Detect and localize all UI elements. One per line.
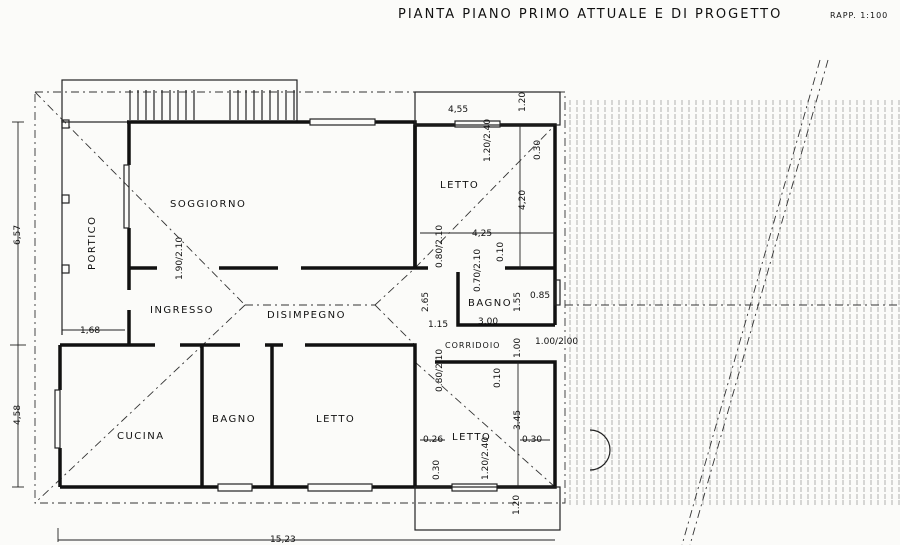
dim-115: 1.15 [428, 320, 448, 330]
dim-height-bottom: 4,58 [13, 405, 23, 425]
dim-balcony-top: 1.20 [518, 92, 528, 112]
room-bagno-right: BAGNO [468, 298, 512, 309]
room-letto-bottom: LETTO [316, 414, 355, 425]
dim-corridoio-door: 1.00/2.00 [535, 337, 578, 347]
portico-outline [34, 91, 566, 504]
walls [54, 91, 561, 531]
room-bagno: BAGNO [212, 414, 256, 425]
dim-wall-030-top: 0.30 [533, 140, 543, 160]
dim-door-letto-top: 0.80/2.10 [435, 225, 445, 268]
column [61, 119, 70, 129]
window [309, 118, 376, 126]
room-ingresso: INGRESSO [150, 305, 214, 316]
dim-corridoio-depth: 1.00 [513, 338, 523, 358]
dim-wall-010-top: 0.10 [496, 242, 506, 262]
stairs [61, 79, 298, 123]
dim-wall-030-right: 0.30 [522, 435, 542, 445]
dim-height-top: 6,57 [13, 225, 23, 245]
dim-wall-010-bottom: 0.10 [493, 368, 503, 388]
arc-mark [589, 429, 611, 471]
room-letto-right: LETTO [452, 432, 491, 443]
dim-letto-top-width: 4,25 [472, 229, 492, 239]
balcony [414, 486, 561, 531]
drawing-title: PIANTA PIANO PRIMO ATTUALE E DI PROGETTO [398, 7, 782, 22]
dim-letto-right-depth: 3.45 [513, 410, 523, 430]
room-corridoio: CORRIDOIO [445, 341, 500, 350]
dim-total-width: 15,23 [270, 535, 296, 545]
dim-door-bagno: 0.70/2.10 [473, 249, 483, 292]
section-line [689, 59, 829, 545]
dim-letto-top-depth: 4,20 [518, 190, 528, 210]
room-letto-top: LETTO [440, 180, 479, 191]
dim-balcony-bottom: 1.20 [512, 495, 522, 515]
roof-area [565, 100, 900, 505]
dim-wall-030-bottom: 0.30 [432, 460, 442, 480]
dim-door-soggiorno: 1.90/2.10 [175, 237, 185, 280]
dim-wall-026: 0.26 [423, 435, 443, 445]
room-disimpegno: DISIMPEGNO [267, 310, 346, 321]
room-soggiorno: SOGGIORNO [170, 199, 246, 210]
dim-265: 2.65 [421, 292, 431, 312]
dimension-lines [10, 121, 555, 542]
dim-bagno-window: 0.85 [530, 291, 550, 301]
dim-portico-width: 1,68 [80, 326, 100, 336]
dim-letto-top-ext: 4,55 [448, 105, 468, 115]
dim-bagno-depth: 1.55 [513, 292, 523, 312]
dim-window-letto-top: 1.20/2.40 [483, 119, 493, 162]
scale-label: RAPP. 1:100 [830, 11, 888, 20]
dim-door-letto-bottom: 0.80/2.10 [435, 349, 445, 392]
dim-bagno-width: 3.00 [478, 317, 498, 327]
room-portico: PORTICO [87, 215, 98, 270]
dim-window-letto-right: 1.20/2.40 [481, 437, 491, 480]
room-cucina: CUCINA [117, 431, 165, 442]
